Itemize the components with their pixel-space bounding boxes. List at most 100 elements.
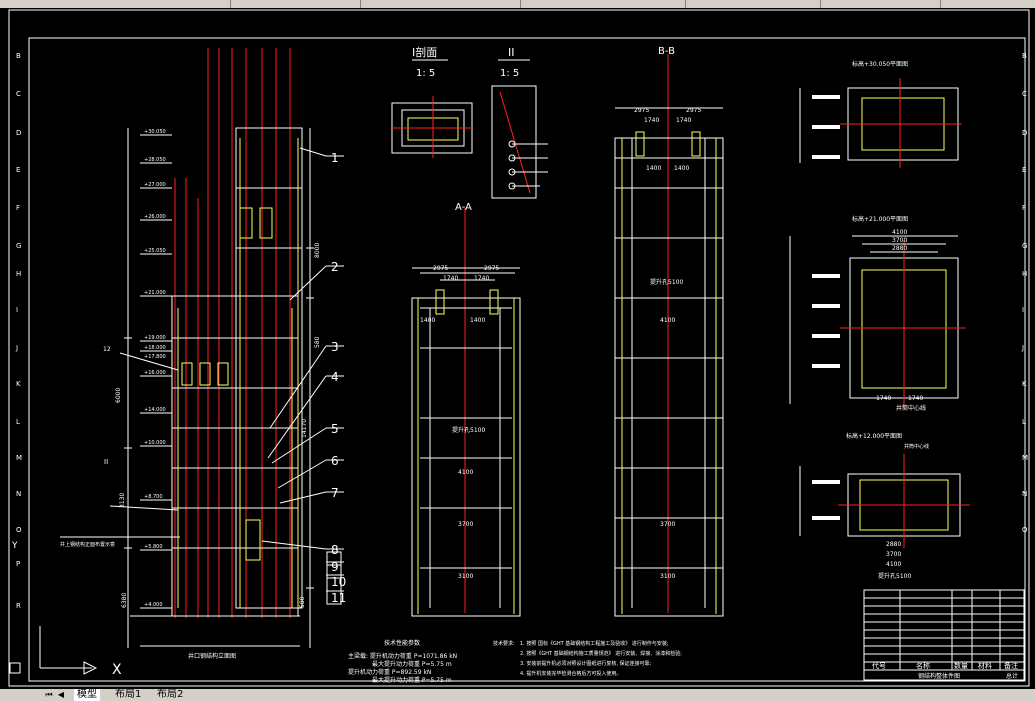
svg-text:7: 7: [331, 486, 339, 500]
svg-text:6380: 6380: [121, 593, 128, 608]
svg-text:井筒中心线: 井筒中心线: [904, 443, 929, 450]
svg-text:O: O: [1022, 526, 1028, 534]
svg-text:M: M: [16, 454, 22, 462]
section-ii-title: II: [508, 46, 515, 59]
main-dims: 6000 6380 8000 580 14170 580 3130 II: [104, 243, 321, 608]
svg-text:标高+12.000平面图: 标高+12.000平面图: [846, 432, 902, 440]
callout-numbers: 1 2 3 4 5 6 7 8 9 10 11 12: [103, 151, 346, 605]
svg-text:K: K: [16, 380, 21, 388]
notes-left: 技术性能参数 主梁载: 提升机动力荷重 P=1071.86 kN 最大提升动力荷…: [348, 639, 457, 684]
svg-text:+5.800: +5.800: [144, 544, 163, 550]
svg-text:材料: 材料: [978, 661, 992, 670]
svg-text:数量: 数量: [954, 661, 968, 670]
svg-text:L: L: [1022, 418, 1026, 426]
plan-view-3: 标高+12.000平面图 井筒中心线: [799, 432, 970, 548]
svg-text:+14.000: +14.000: [144, 407, 166, 413]
svg-text:12: 12: [103, 346, 111, 353]
svg-text:1400: 1400: [646, 165, 661, 172]
tab-first-arrow-icon[interactable]: ⏮: [45, 690, 53, 699]
svg-text:3700: 3700: [886, 551, 901, 558]
svg-text:2880: 2880: [886, 541, 901, 548]
svg-text:1740: 1740: [644, 117, 659, 124]
svg-text:L: L: [16, 418, 20, 426]
svg-text:1740: 1740: [876, 395, 891, 402]
svg-text:1400: 1400: [420, 317, 435, 324]
svg-text:3700: 3700: [660, 521, 675, 528]
svg-text:Y: Y: [11, 541, 18, 551]
main-caption: 井口钢结构立面图: [188, 652, 236, 660]
sheet-border: [8, 9, 1030, 687]
svg-text:备注: 备注: [1004, 661, 1018, 670]
section-bb-title: B-B: [658, 46, 675, 57]
svg-text:提升孔5100: 提升孔5100: [878, 572, 911, 580]
section-ii: II 1: 5: [491, 46, 548, 199]
tab-model[interactable]: 模型: [74, 689, 100, 701]
svg-text:标高+21.000平面图: 标高+21.000平面图: [852, 215, 908, 223]
main-elevation: [60, 48, 344, 648]
svg-text:主梁载: 提升机动力荷重 P=1071.86 kN: 主梁载: 提升机动力荷重 P=1071.86 kN: [348, 652, 457, 660]
svg-text:1740: 1740: [443, 275, 458, 282]
svg-text:4100: 4100: [458, 469, 473, 476]
svg-text:H: H: [1022, 270, 1027, 278]
tab-layout2[interactable]: 布局2: [157, 689, 184, 700]
svg-text:9: 9: [331, 560, 339, 574]
svg-text:+26.000: +26.000: [144, 214, 166, 220]
svg-text:1740: 1740: [474, 275, 489, 282]
svg-text:最大提升动力荷重 P=5.75 m: 最大提升动力荷重 P=5.75 m: [372, 676, 452, 684]
svg-text:8: 8: [331, 543, 339, 557]
svg-text:X: X: [112, 662, 122, 678]
section-i: I剖面 1: 5: [391, 45, 473, 158]
svg-text:I: I: [1022, 306, 1024, 314]
svg-text:2975: 2975: [686, 107, 701, 114]
svg-text:2975: 2975: [433, 265, 448, 272]
svg-text:M: M: [1022, 454, 1028, 462]
svg-text:N: N: [16, 490, 21, 498]
svg-text:总计: 总计: [1006, 672, 1018, 680]
svg-text:G: G: [16, 242, 21, 250]
svg-text:580: 580: [299, 596, 306, 608]
svg-text:J: J: [15, 344, 18, 352]
svg-text:8000: 8000: [314, 243, 321, 258]
svg-text:1400: 1400: [470, 317, 485, 324]
svg-text:4100: 4100: [660, 317, 675, 324]
svg-text:1400: 1400: [674, 165, 689, 172]
toolbar-strip: [0, 0, 1035, 8]
svg-text:10: 10: [331, 575, 346, 589]
tab-layout1[interactable]: 布局1: [115, 689, 142, 700]
svg-text:提升机动力荷重 P=892.59 kN: 提升机动力荷重 P=892.59 kN: [348, 668, 431, 676]
svg-text:6: 6: [331, 454, 339, 468]
svg-text:1740: 1740: [908, 395, 923, 402]
svg-text:+19.000: +19.000: [144, 335, 166, 341]
svg-text:4: 4: [331, 370, 339, 384]
svg-text:C: C: [1022, 90, 1027, 98]
svg-text:+8.700: +8.700: [144, 494, 163, 500]
svg-text:E: E: [16, 166, 20, 174]
svg-text:K: K: [1022, 380, 1027, 388]
toolbar-segment[interactable]: [520, 0, 686, 8]
toolbar-segment[interactable]: [0, 0, 231, 8]
callout-boxes: [326, 551, 342, 605]
elevation-labels: +30.050 +28.050 +27.000 +26.000 +25.050 …: [144, 129, 166, 608]
svg-text:II: II: [104, 458, 108, 466]
section-aa-title: A-A: [455, 202, 472, 213]
svg-text:3130: 3130: [119, 493, 126, 508]
svg-text:+28.050: +28.050: [144, 157, 166, 163]
tab-prev-arrow-icon[interactable]: ◀: [57, 690, 65, 699]
svg-text:B: B: [16, 52, 21, 60]
svg-text:1. 按照 国标《GHT 基础钢结构工程施工及验收》 进行制: 1. 按照 国标《GHT 基础钢结构工程施工及验收》 进行制作与安装;: [520, 640, 669, 647]
svg-text:2880: 2880: [892, 245, 907, 252]
toolbar-segment[interactable]: [360, 0, 521, 8]
svg-text:名称: 名称: [916, 661, 930, 670]
toolbar-segment[interactable]: [685, 0, 821, 8]
toolbar-segment[interactable]: [820, 0, 941, 8]
svg-text:6000: 6000: [115, 388, 122, 403]
svg-text:+10.000: +10.000: [144, 440, 166, 446]
svg-text:+17.800: +17.800: [144, 354, 166, 360]
svg-text:3100: 3100: [660, 573, 675, 580]
layout-tab-bar: ⏮ ◀ 模型 布局1 布局2: [0, 689, 1035, 701]
svg-text:+25.050: +25.050: [144, 248, 166, 254]
toolbar-segment[interactable]: [230, 0, 361, 8]
